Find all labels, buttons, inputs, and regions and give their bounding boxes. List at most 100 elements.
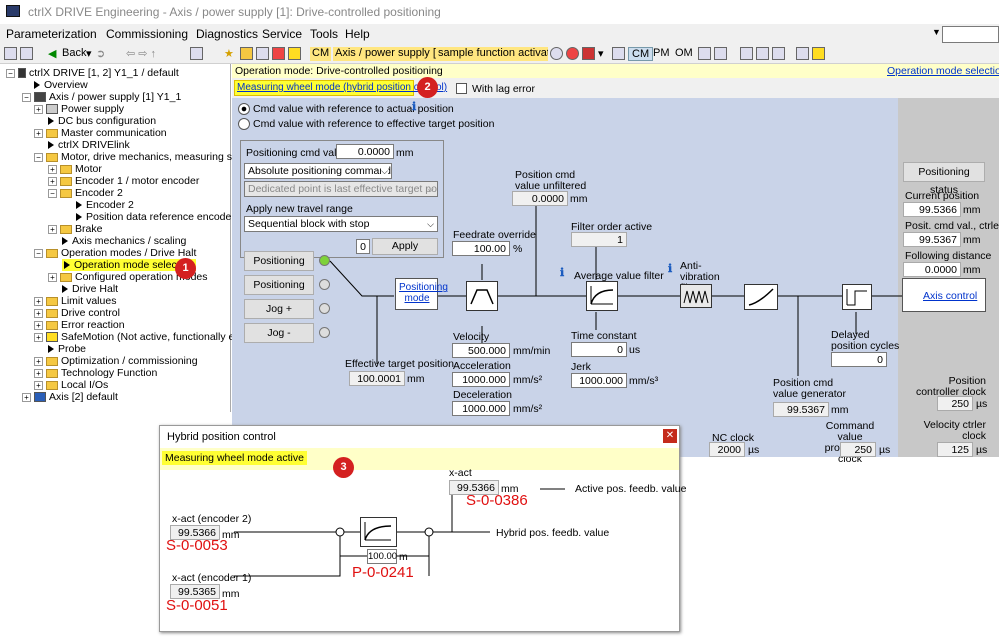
apply-count-field[interactable]: 0: [356, 239, 370, 254]
collapse-icon[interactable]: −: [34, 249, 43, 258]
expand-icon[interactable]: +: [22, 393, 31, 402]
tree-item-opmodes[interactable]: −Operation modes / Drive Halt: [34, 247, 196, 259]
collapse-icon[interactable]: −: [48, 189, 57, 198]
dedicated-point-select[interactable]: Dedicated point is last effective target…: [244, 181, 438, 197]
menu-diagnostics[interactable]: Diagnostics: [196, 27, 259, 41]
close-icon[interactable]: ✕: [663, 429, 677, 443]
positioning-mode-block[interactable]: Positioning mode: [395, 278, 448, 310]
positioning-status-button[interactable]: Positioning status: [903, 162, 985, 196]
abs-positioning-select[interactable]: Absolute positioning command value⌵: [244, 163, 392, 179]
nav-arrows-icon[interactable]: ⇦ ⇨ ↑: [126, 48, 157, 60]
delayed-cycles-input[interactable]: 0: [831, 352, 887, 367]
help-icon[interactable]: [812, 47, 825, 60]
jerk-input[interactable]: 1000.000: [571, 373, 627, 388]
home-icon[interactable]: [20, 47, 33, 60]
back-dropdown-icon[interactable]: ▾: [86, 48, 92, 60]
jog-plus-button[interactable]: Jog +: [244, 299, 314, 319]
radio-ref-target[interactable]: [238, 118, 250, 130]
tree-item-optimization[interactable]: +Optimization / commissioning: [34, 355, 198, 367]
axis-control-block[interactable]: Axis control: [902, 278, 986, 312]
info-icon[interactable]: ℹ: [412, 101, 417, 113]
tool-icon[interactable]: [190, 47, 203, 60]
velocity-input[interactable]: 500.000: [452, 343, 510, 358]
pos-cmd-input[interactable]: 0.0000: [336, 144, 394, 159]
collapse-icon[interactable]: −: [22, 93, 31, 102]
tree-item-configured-opmodes[interactable]: +Configured operation modes: [48, 271, 208, 283]
expand-icon[interactable]: +: [34, 321, 43, 330]
tree-root[interactable]: −ctrlX DRIVE [1, 2] Y1_1 / default: [6, 67, 179, 79]
tree-item-encoder2-folder[interactable]: −Encoder 2: [48, 187, 123, 199]
expand-icon[interactable]: +: [34, 309, 43, 318]
deceleration-input[interactable]: 1000.000: [452, 401, 510, 416]
monitor-icon[interactable]: [698, 47, 711, 60]
acceleration-input[interactable]: 1000.000: [452, 372, 510, 387]
tree-item-overview[interactable]: Overview: [34, 79, 88, 91]
tree-item-axis2[interactable]: +Axis [2] default: [22, 391, 118, 403]
expand-icon[interactable]: +: [34, 297, 43, 306]
tree-item-motor-drive[interactable]: −Motor, drive mechanics, measuring syste…: [34, 151, 265, 163]
pm-mode-button[interactable]: PM: [653, 47, 670, 59]
tree-item-encoder2[interactable]: Encoder 2: [76, 199, 134, 211]
jog-minus-button[interactable]: Jog -: [244, 323, 314, 343]
feedrate-input[interactable]: 100.00: [452, 241, 510, 256]
tree-item-pos-data-ref[interactable]: Position data reference encoder 2: [76, 211, 244, 223]
mail-icon[interactable]: [796, 47, 809, 60]
radio-ref-actual[interactable]: [238, 103, 250, 115]
apply-button[interactable]: Apply: [372, 238, 438, 255]
tree-item-brake[interactable]: +Brake: [48, 223, 102, 235]
forward-icon[interactable]: ➲: [96, 48, 106, 60]
parameter-icon[interactable]: [288, 47, 301, 60]
tree-item-error-reaction[interactable]: +Error reaction: [34, 319, 125, 331]
tree-item-motor[interactable]: +Motor: [48, 163, 102, 175]
calendar-icon[interactable]: [256, 47, 269, 60]
tree-item-opmode-selection[interactable]: Operation mode selection: [62, 259, 196, 271]
time-constant-input[interactable]: 0: [571, 342, 627, 357]
tree-item-power-supply[interactable]: +Power supply: [34, 103, 124, 115]
tree-item-dc-bus[interactable]: DC bus configuration: [48, 115, 156, 127]
tree-item-master-comm[interactable]: +Master communication: [34, 127, 167, 139]
lag-error-checkbox[interactable]: [456, 83, 467, 94]
expand-icon[interactable]: +: [34, 369, 43, 378]
mwm-link[interactable]: Measuring wheel mode (hybrid position co…: [237, 82, 448, 93]
network-icon[interactable]: [714, 47, 727, 60]
collapse-icon[interactable]: −: [6, 69, 15, 78]
tree-item-encoder1[interactable]: +Encoder 1 / motor encoder: [48, 175, 199, 187]
menu-tools[interactable]: Tools: [310, 27, 339, 41]
window-icon[interactable]: [4, 47, 17, 60]
info-icon[interactable]: ℹ: [668, 263, 673, 275]
tree-item-limit-values[interactable]: +Limit values: [34, 295, 116, 307]
positioning-button[interactable]: Positioning: [244, 251, 314, 271]
expand-icon[interactable]: +: [34, 333, 43, 342]
back-button[interactable]: Back: [62, 47, 87, 59]
back-arrow-icon[interactable]: ◀: [48, 48, 57, 60]
star-icon[interactable]: ★: [224, 48, 234, 60]
expand-icon[interactable]: +: [34, 105, 43, 114]
tree-item-local-ios[interactable]: +Local I/Os: [34, 379, 108, 391]
opmode-selection-link[interactable]: Operation mode selection: [887, 65, 999, 77]
stop-icon[interactable]: [272, 47, 285, 60]
collapse-icon[interactable]: −: [34, 153, 43, 162]
tree-item-axis-mech[interactable]: Axis mechanics / scaling: [62, 235, 186, 247]
expand-icon[interactable]: +: [34, 357, 43, 366]
info-icon[interactable]: [550, 47, 563, 60]
expand-icon[interactable]: +: [48, 165, 57, 174]
menu-commissioning[interactable]: Commissioning: [106, 27, 189, 41]
info-icon[interactable]: ℹ: [560, 267, 565, 279]
menu-combo-input[interactable]: [942, 26, 999, 43]
expand-icon[interactable]: +: [48, 177, 57, 186]
menu-service[interactable]: Service: [262, 27, 303, 41]
dropdown-icon[interactable]: ▾: [598, 48, 604, 60]
doc-icon[interactable]: [740, 47, 753, 60]
save-icon[interactable]: [756, 47, 769, 60]
menu-parameterization[interactable]: Parameterization: [6, 27, 97, 41]
expand-icon[interactable]: +: [48, 273, 57, 282]
error-icon[interactable]: [566, 47, 579, 60]
menu-help[interactable]: Help: [345, 27, 370, 41]
grid-icon[interactable]: [612, 47, 625, 60]
tree-item-probe[interactable]: Probe: [48, 343, 86, 355]
expand-icon[interactable]: +: [34, 129, 43, 138]
tree-item-drivelink[interactable]: ctrlX DRIVElink: [48, 139, 130, 151]
tree-item-technology[interactable]: +Technology Function: [34, 367, 157, 379]
expand-icon[interactable]: +: [34, 381, 43, 390]
folder-icon[interactable]: [240, 47, 253, 60]
